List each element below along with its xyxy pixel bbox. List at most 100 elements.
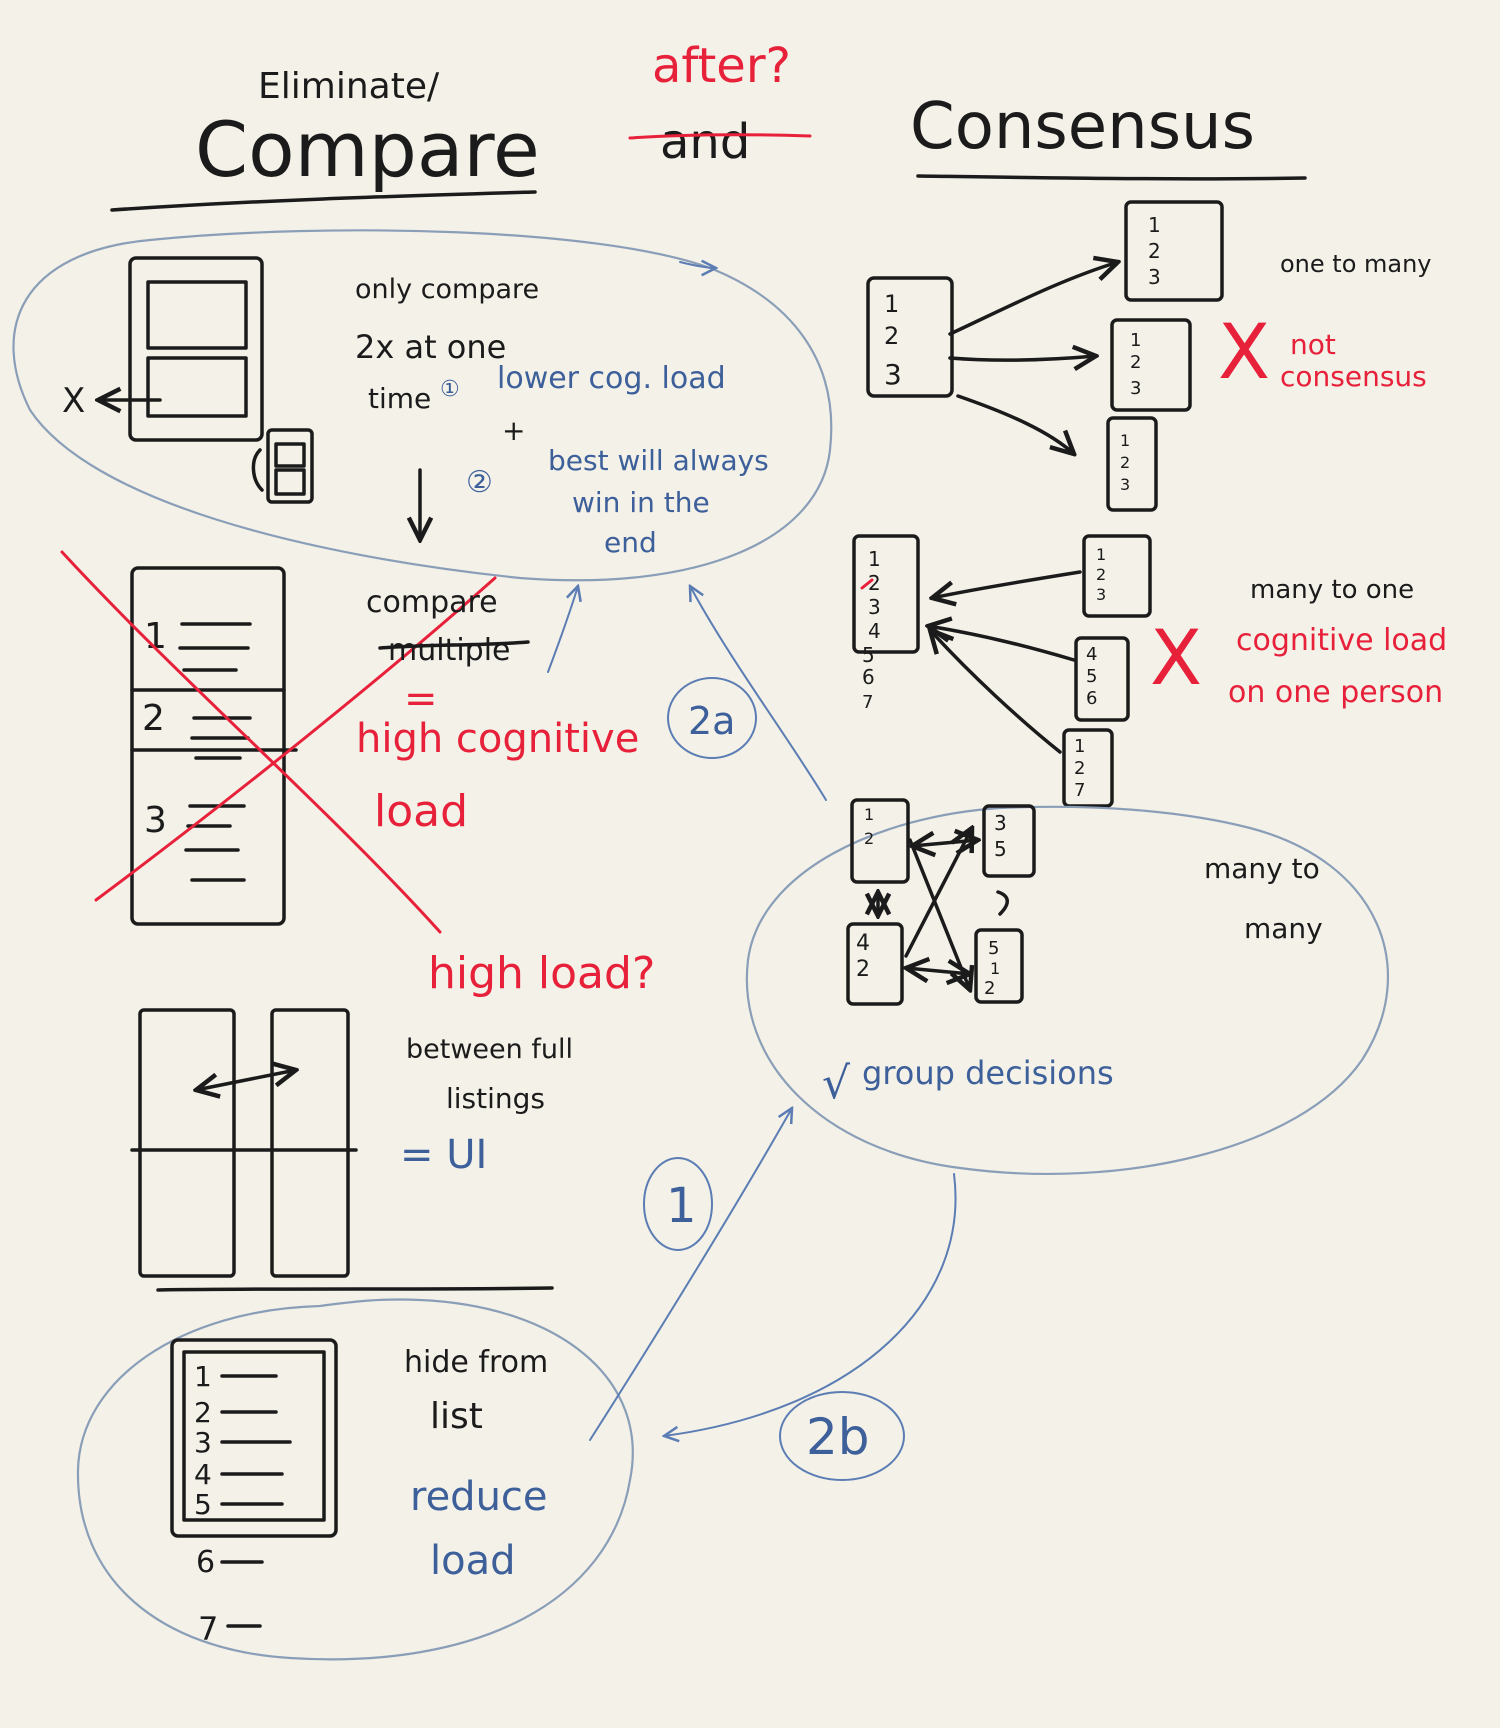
hide-list-num-3: 3 xyxy=(194,1426,212,1459)
reason-2-line-2: win in the xyxy=(572,486,710,519)
reason-2-line-3: end xyxy=(604,526,657,559)
otm-t1-3: 3 xyxy=(1148,265,1161,289)
heading-after: after? xyxy=(652,38,791,94)
flow-arrow-2a-side xyxy=(547,586,578,673)
flow-label-1-ring xyxy=(643,1157,713,1251)
mtm-arrow-v-right xyxy=(996,890,1009,916)
otm-arrow-2 xyxy=(948,356,1096,360)
pairwise-sketch-frame xyxy=(128,256,264,442)
one-to-many-verdict-1: not xyxy=(1290,328,1336,361)
pairwise-sketch-phone-card xyxy=(274,442,306,468)
full-listing-line-1: between full xyxy=(406,1034,573,1065)
compare-multiple-sketch: 1 2 3 xyxy=(60,550,497,934)
mtm-l4-3: 2 xyxy=(984,978,995,999)
hide-line-1: hide from xyxy=(404,1345,548,1380)
pairwise-sketch: X xyxy=(62,256,314,504)
pairwise-sketch-phone xyxy=(266,428,314,504)
mtm-arrow-diag-1 xyxy=(908,838,970,990)
full-listing-question: high load? xyxy=(428,948,655,999)
compare-multiple-text: compare multiple = high cognitive load xyxy=(356,585,639,837)
otm-t3-3: 3 xyxy=(1120,475,1130,494)
flow-arrow-2b xyxy=(664,1173,957,1436)
hide-from-list-text: hide from list reduce load xyxy=(404,1345,548,1584)
hide-line-2: list xyxy=(430,1396,483,1437)
flow-label-2b-ring xyxy=(779,1391,905,1481)
mtm-list-2 xyxy=(982,804,1036,878)
mtm-l4-1: 5 xyxy=(988,938,999,959)
hide-result-1: reduce xyxy=(410,1474,548,1520)
mto-s1-2: 2 xyxy=(1096,565,1106,584)
many-to-many-group: 1 2 3 5 4 2 5 1 2 many to many √ group d… xyxy=(822,798,1323,1109)
heading-consensus: Consensus xyxy=(910,90,1255,164)
otm-source-1: 1 xyxy=(884,290,899,318)
compare-multiple-num-1: 1 xyxy=(144,616,167,657)
many-to-many-verdict: group decisions xyxy=(862,1054,1114,1092)
many-to-one-verdict-1: cognitive load xyxy=(1236,623,1447,658)
mto-s1-3: 3 xyxy=(1096,585,1106,604)
mto-source-list-3 xyxy=(1062,728,1114,808)
reason-plus: + xyxy=(502,414,525,447)
one-to-many-source-list xyxy=(866,276,954,398)
otm-arrow-1 xyxy=(948,262,1118,336)
mto-t-7: 7 xyxy=(862,692,873,713)
mtm-l3-2: 2 xyxy=(856,957,870,982)
reason-1: lower cog. load xyxy=(497,361,726,396)
compare-multiple-num-2: 2 xyxy=(142,698,165,739)
mtm-list-4 xyxy=(974,928,1024,1004)
otm-t3-1: 1 xyxy=(1120,431,1130,450)
compare-multiple-text-lines xyxy=(178,622,252,882)
pairwise-text: only compare 2x at one time ① lower cog.… xyxy=(355,274,769,559)
compare-multiple-frame xyxy=(130,566,286,926)
mto-s3-2: 2 xyxy=(1074,758,1085,779)
one-to-many-verdict-2: consensus xyxy=(1280,360,1427,393)
otm-t3-2: 2 xyxy=(1120,453,1130,472)
mto-arrow-2 xyxy=(928,626,1076,662)
pairwise-sketch-x-mark: X xyxy=(62,381,85,421)
full-listing-line-2: listings xyxy=(446,1082,545,1115)
otm-source-3: 3 xyxy=(884,358,902,391)
mto-s2-2: 5 xyxy=(1086,666,1097,687)
mto-t-2: 2 xyxy=(868,571,881,595)
many-to-many-label-2: many xyxy=(1244,912,1323,945)
heading-connector: after? and xyxy=(628,38,812,170)
flow-arrow-1 xyxy=(589,1108,792,1441)
hide-result-2: load xyxy=(430,1538,516,1584)
ellipse-hide-from-list xyxy=(76,1298,634,1661)
compare-multiple-result-1: high cognitive xyxy=(356,716,639,762)
heading-and-struck: and xyxy=(660,114,750,170)
otm-t1-1: 1 xyxy=(1148,213,1161,237)
strike-line xyxy=(628,133,812,140)
mto-arrow-3 xyxy=(930,630,1062,754)
otm-target-list-1 xyxy=(1124,200,1224,302)
flow-label-2a: 2a xyxy=(688,699,735,743)
flow-arrows: 2a 1 2b xyxy=(547,262,957,1481)
mto-s3-1: 1 xyxy=(1074,736,1085,757)
mto-t-5: 5 xyxy=(862,643,875,667)
heading-eliminate: Eliminate/ xyxy=(258,66,440,107)
many-to-one-x: X xyxy=(1150,613,1202,702)
pairwise-sketch-top-card xyxy=(146,280,248,350)
otm-target-list-3 xyxy=(1106,416,1158,512)
otm-source-2: 2 xyxy=(884,322,899,350)
one-to-many-label: one to many xyxy=(1280,250,1432,278)
pairwise-sketch-bottom-card xyxy=(146,356,248,418)
mto-arrow-1 xyxy=(932,570,1082,598)
otm-t1-2: 2 xyxy=(1148,239,1161,263)
mtm-l1-1: 1 xyxy=(864,805,874,824)
hide-list-num-4: 4 xyxy=(194,1458,212,1491)
full-listing-left xyxy=(138,1008,236,1278)
heading-eliminate-compare: Eliminate/ Compare xyxy=(110,66,540,212)
otm-arrow-3 xyxy=(956,394,1074,454)
full-listings-sketch xyxy=(130,1008,358,1278)
mto-s2-3: 6 xyxy=(1086,688,1097,709)
pairwise-line-3: time xyxy=(368,382,431,415)
full-listing-right xyxy=(270,1008,350,1278)
flow-label-2a-ring xyxy=(667,677,757,759)
hide-list-num-5: 5 xyxy=(194,1488,212,1521)
compare-multiple-line-2: multiple xyxy=(388,633,511,668)
mtm-arrow-diag-2 xyxy=(904,828,972,958)
heading-consensus-underline xyxy=(916,174,1307,181)
hide-list-text-lines xyxy=(220,1374,292,1628)
mtm-l2-1: 3 xyxy=(994,811,1007,835)
